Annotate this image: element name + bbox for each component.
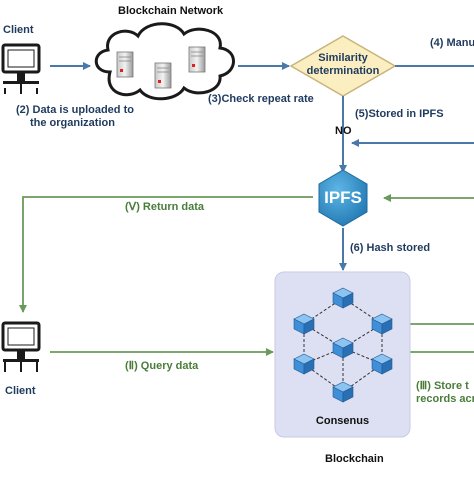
blockchain-network-cloud — [94, 22, 235, 101]
server-icon — [188, 46, 206, 73]
step2-label-line1: (2) Data is uploaded to — [16, 104, 134, 116]
arrow-return-data — [19, 196, 313, 313]
consensus-nodes — [293, 287, 393, 403]
blockchain-node-cube-icon — [332, 287, 354, 309]
step2-label-line2: the organization — [30, 117, 115, 129]
blockchain-node-cube-icon — [371, 353, 393, 375]
step-iii-label-line2: records acr — [416, 393, 474, 405]
client-bottom-label: Client — [5, 385, 36, 397]
step-ii-label: (Ⅱ) Query data — [125, 360, 199, 372]
server-icon — [154, 62, 172, 89]
blockchain-node-cube-icon — [332, 337, 354, 359]
step5-label: (5)Stored in IPFS — [355, 108, 444, 120]
client-computer-icon-top — [1, 43, 41, 94]
similarity-label-line2: determination — [306, 65, 380, 77]
similarity-label-line1: Similarity — [318, 52, 368, 64]
ipfs-logo-icon — [318, 169, 368, 227]
server-icon — [116, 51, 134, 78]
no-label: NO — [335, 125, 352, 137]
blockchain-node-cube-icon — [332, 381, 354, 403]
step6-label: (6) Hash stored — [350, 242, 431, 254]
blockchain-label: Blockchain — [325, 453, 384, 465]
blockchain-node-cube-icon — [371, 313, 393, 335]
blockchain-network-title: Blockchain Network — [118, 5, 224, 17]
step-v-label: (Ⅴ) Return data — [125, 201, 205, 213]
blockchain-node-cube-icon — [293, 313, 315, 335]
step-iii-label-line1: (Ⅲ) Store t — [416, 380, 469, 392]
client-top-label: Client — [3, 24, 34, 36]
blockchain-node-cube-icon — [293, 353, 315, 375]
consensus-label: Consenus — [315, 415, 370, 427]
ipfs-label: IPFS — [324, 188, 362, 207]
step3-label: (3)Check repeat rate — [208, 93, 314, 105]
client-computer-icon-bottom — [1, 321, 41, 372]
step4-label: (4) Manu — [430, 37, 474, 49]
